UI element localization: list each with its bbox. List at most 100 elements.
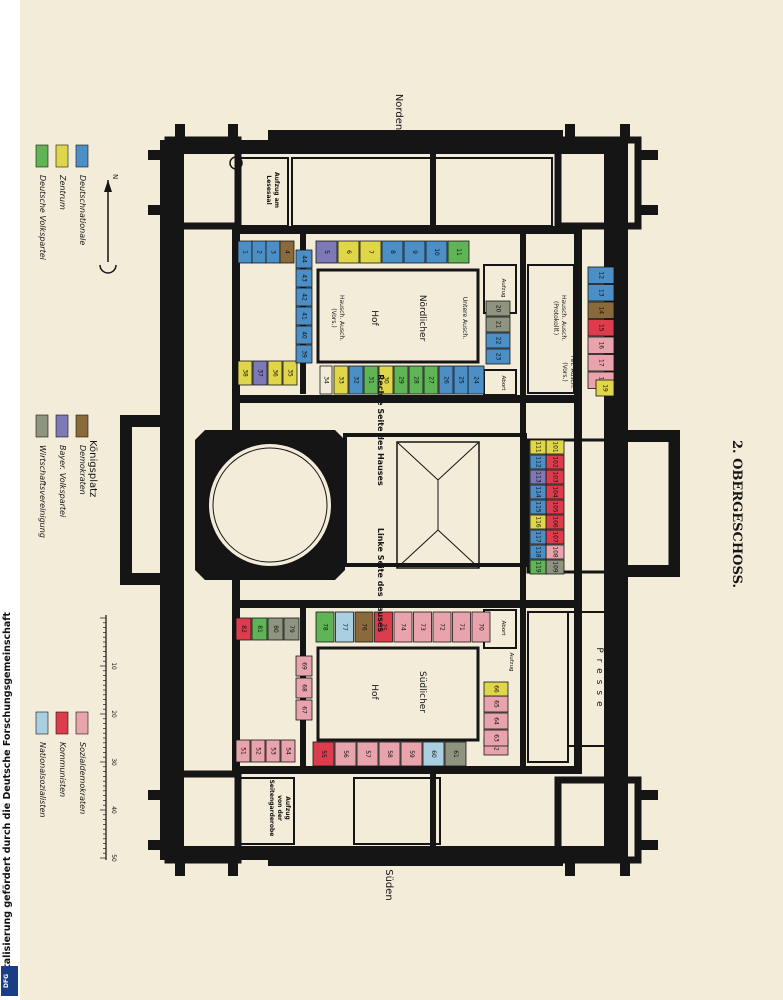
room-number: 40 [301,331,308,339]
room-number: 114 [535,486,542,498]
label-aufzug-lesesaal: Aufzug am [273,172,280,208]
room-number: 70 [478,623,485,631]
room-number: 73 [419,623,426,631]
legend-label: Nationalsozialisten [38,742,47,817]
room-82: 82 [235,617,252,641]
room-77: 77 [335,611,354,643]
room-number: 106 [552,516,559,528]
room-75: 75 [374,611,393,643]
room-number: 7 [367,250,374,254]
room-7: 7 [359,240,382,264]
rooms-layer: 1234567891011121314151617181920212223242… [235,240,615,767]
room-number: 14 [598,306,605,314]
scale-number: 20 [110,710,117,718]
room-number: 38 [242,369,249,377]
room-number: 78 [322,623,329,631]
room-112: 112 [529,454,547,470]
room-number: 22 [495,337,502,345]
room-59: 59 [400,741,423,767]
scale-number: 50 [110,854,117,862]
label-pet-ausch: Pet. Ausch. [569,355,576,388]
room-119: 119 [529,559,547,575]
room-number: 2 [256,250,263,254]
room-number: 109 [552,561,559,573]
room-number: 101 [552,441,559,453]
room-number: 9 [411,250,418,254]
headings: 2. OBERGESCHOSS. Königsplatz [87,440,744,588]
label-south-court: Südlicher [417,671,427,713]
compass: Norden Süden N [99,94,404,901]
room-11: 11 [447,240,470,264]
room-number: 64 [493,717,500,725]
room-63: 63 [483,729,509,747]
room-number: 55 [320,750,327,758]
room-61: 61 [444,741,467,767]
room-56: 56 [334,741,357,767]
label-abort-south: Abort [500,620,506,636]
label-south-court-2: Hof [369,684,379,700]
room-number: 75 [380,623,387,631]
room-81: 81 [251,617,268,641]
room-78: 78 [315,611,335,643]
room-80: 80 [267,617,284,641]
legend-swatch [55,711,69,735]
legend-group3-entry-1: Sozialdemokraten [75,711,89,814]
room-65: 65 [483,695,509,713]
room-6: 6 [337,240,360,264]
room-number: 105 [552,501,559,513]
north-arrow-icon [104,180,112,192]
legend-swatch [55,144,69,168]
room-103: 103 [545,469,565,485]
room-number: 41 [301,312,308,320]
legend-label: Sozialdemokraten [78,742,87,814]
room-104: 104 [545,484,565,500]
room-number: 19 [602,384,609,392]
legend-swatch [75,414,89,438]
corner-towers [164,136,642,864]
room-number: 34 [323,376,330,384]
legend-label: Deutsche Volkspartei [38,175,47,261]
room-114: 114 [529,484,547,500]
room-number: 117 [535,531,542,543]
label-north-court-2: Hof [369,310,379,326]
label-aufzug-seiten: Aufzug [284,796,291,820]
tower-circles [229,156,243,860]
room-number: 6 [345,250,352,254]
room-number: 43 [301,274,308,282]
room-number: 111 [535,441,542,453]
room-number: 104 [552,486,559,498]
room-55: 55 [312,741,335,767]
room-labels: Rechte Seite des Hauses Linke Seite des … [265,172,604,836]
compass-north: Norden [393,94,404,130]
room-36: 36 [267,360,283,386]
room-33: 33 [333,365,349,395]
label-untere-ausch: Untere Ausch. [461,297,468,339]
room-number: 5 [323,250,330,254]
room-42: 42 [295,287,313,307]
room-72: 72 [432,611,452,643]
room-number: 103 [552,471,559,483]
label-pet-ausch-2: (Vors.) [561,362,568,382]
room-12: 12 [587,266,615,284]
room-113: 113 [529,469,547,485]
room-number: 37 [257,369,264,377]
room-number: 16 [598,341,605,349]
room-number: 11 [455,248,462,256]
room-number: 35 [287,369,294,377]
room-number: 12 [598,271,605,279]
room-79: 79 [283,617,300,641]
label-abort-north: Abort [500,375,506,391]
room-69: 69 [295,655,313,677]
room-number: 29 [398,376,405,384]
compass-south: Süden [383,869,394,901]
room-number: 112 [535,456,542,468]
room-number: 54 [285,747,292,755]
room-29: 29 [393,365,409,395]
label-hausch-protokoll: Hausch. Ausch. [560,295,567,341]
room-57: 57 [356,741,379,767]
room-27: 27 [423,365,439,395]
label-presse: Presse [594,647,604,712]
room-34: 34 [319,365,333,395]
